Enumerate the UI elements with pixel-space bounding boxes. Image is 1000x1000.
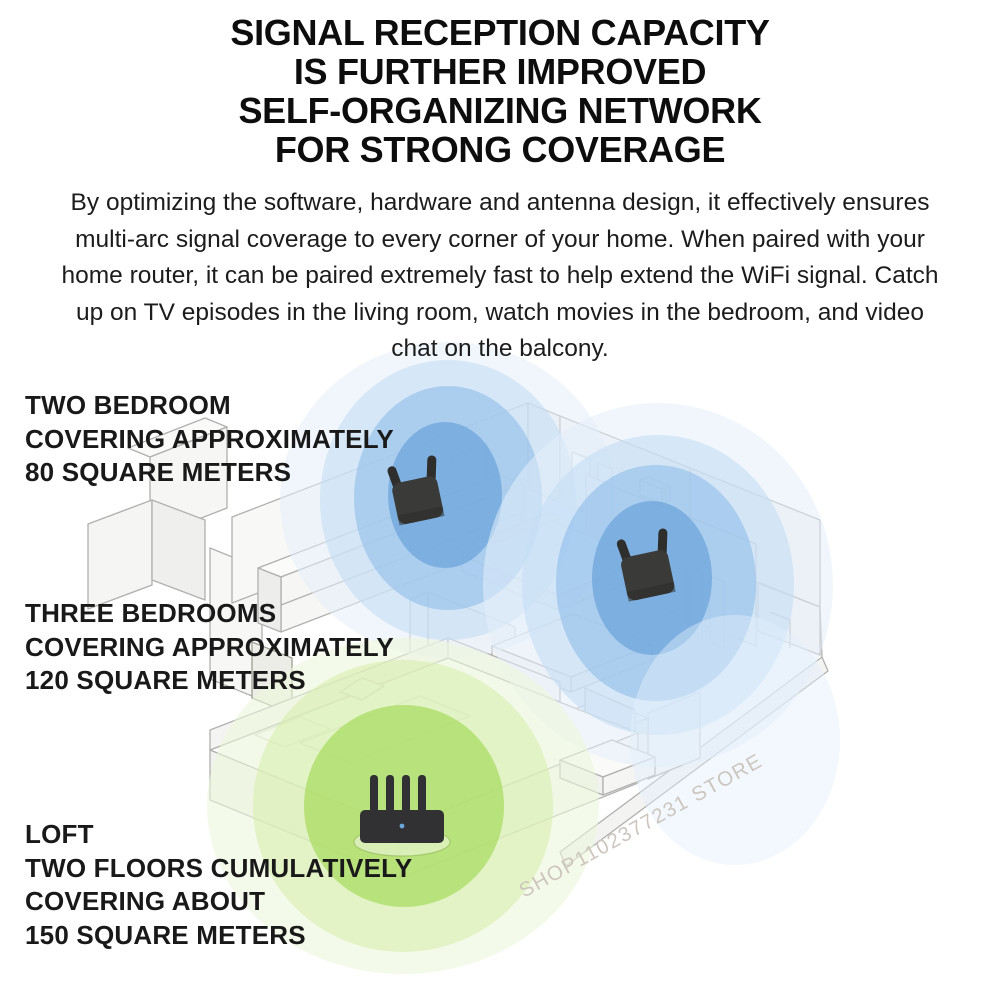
sideboard-end [257, 567, 282, 633]
router-antenna-2 [386, 775, 394, 815]
balcony-wall-return [151, 499, 206, 601]
title-line-1: SIGNAL RECEPTION CAPACITY [230, 12, 770, 53]
extender-shadow [626, 581, 676, 602]
callout-two-bedroom: TWO BEDROOM COVERING APPROXIMATELY 80 SQ… [25, 389, 394, 490]
callout-three-bedrooms: THREE BEDROOMS COVERING APPROXIMATELY 12… [25, 597, 394, 698]
wifi-extender-icon-2 [616, 528, 676, 602]
callout-line: TWO BEDROOM [25, 390, 231, 420]
router-antenna-4 [418, 775, 426, 815]
intro-line-3: home router, it can be paired extremely … [61, 262, 939, 289]
title-line-3: SELF-ORGANIZING NETWORK [238, 90, 762, 131]
title-line-2: IS FURTHER IMPROVED [293, 51, 707, 92]
extender1-signal-rings [280, 342, 616, 658]
title-line-4: FOR STRONG COVERAGE [274, 129, 726, 170]
callout-line: COVERING APPROXIMATELY [25, 631, 394, 662]
callout-line: 150 SQUARE METERS [25, 919, 306, 950]
callout-line: 120 SQUARE METERS [25, 665, 306, 695]
callout-line: TWO FLOORS CUMULATIVELY [25, 852, 413, 883]
callout-line: COVERING ABOUT [25, 886, 266, 916]
callout-line: THREE BEDROOMS [25, 598, 277, 628]
extender-shadow [397, 506, 445, 526]
ring-core [388, 422, 502, 568]
router-led [399, 823, 405, 829]
callout-line: COVERING APPROXIMATELY [25, 423, 394, 454]
intro-line-5: chat on the balcony. [391, 335, 609, 362]
callout-line: 80 SQUARE METERS [25, 457, 292, 487]
intro-line-2: multi-arc signal coverage to every corne… [75, 225, 925, 253]
callout-loft: LOFT TWO FLOORS CUMULATIVELY COVERING AB… [25, 818, 412, 952]
balcony-wall-left [87, 499, 153, 610]
router-icon [353, 775, 451, 857]
intro-line-4: up on TV episodes in the living room, wa… [75, 298, 924, 326]
callout-line: LOFT [25, 819, 94, 849]
intro-paragraph: By optimizing the software, hardware and… [0, 185, 1000, 368]
signal-halo [630, 615, 840, 865]
router-antenna-1 [370, 775, 378, 815]
page-title: SIGNAL RECEPTION CAPACITY IS FURTHER IMP… [0, 13, 1000, 169]
intro-line-1: By optimizing the software, hardware and… [70, 189, 930, 216]
wifi-extender-icon-1 [387, 455, 445, 526]
router-antenna-3 [402, 775, 410, 815]
